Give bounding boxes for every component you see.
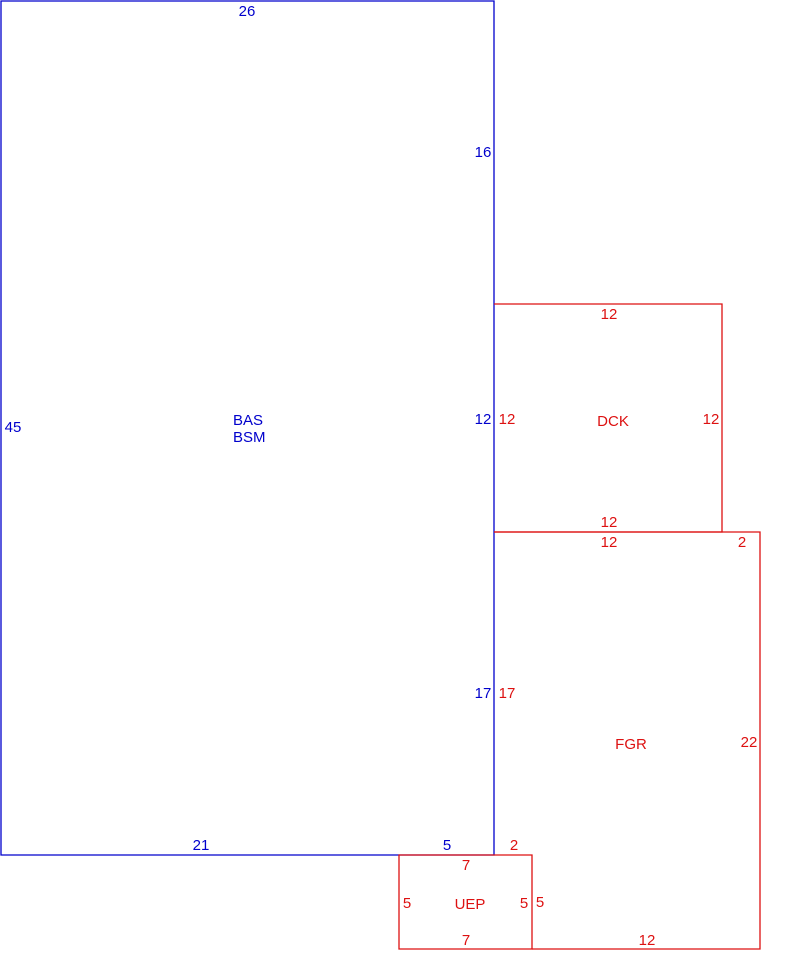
fgr-outline bbox=[494, 531, 761, 950]
dck-dim-left: 12 bbox=[499, 411, 516, 428]
fgr-dim-right: 22 bbox=[741, 734, 758, 751]
uep-dim-bottom: 7 bbox=[462, 932, 470, 949]
dck-dim-top: 12 bbox=[601, 306, 618, 323]
uep-area-label: UEP bbox=[455, 896, 486, 913]
bas-dim-top: 26 bbox=[239, 3, 256, 20]
fgr-dim-left: 17 bbox=[499, 685, 516, 702]
fgr-dim-top-step: 2 bbox=[738, 534, 746, 551]
uep-dim-right-inner: 5 bbox=[520, 895, 528, 912]
dck-dim-right: 12 bbox=[703, 411, 720, 428]
bas-dim-left: 45 bbox=[5, 419, 22, 436]
uep-dim-left: 5 bbox=[403, 895, 411, 912]
bas-dim-right-lower: 17 bbox=[475, 685, 492, 702]
fgr-area-label: FGR bbox=[615, 736, 647, 753]
uep-outline bbox=[398, 854, 533, 950]
bas-dim-right-mid: 12 bbox=[475, 411, 492, 428]
uep-dim-right-outer: 5 bbox=[536, 894, 544, 911]
fgr-dim-bottom-step: 2 bbox=[510, 837, 518, 854]
bas-dim-bottom-right: 5 bbox=[443, 837, 451, 854]
dck-dim-bottom: 12 bbox=[601, 514, 618, 531]
bas-dim-bottom-left: 21 bbox=[193, 837, 210, 854]
dck-area-label: DCK bbox=[597, 413, 629, 430]
bas-dim-right-upper: 16 bbox=[475, 144, 492, 161]
bas-area-label: BAS bbox=[233, 412, 263, 429]
uep-dim-top: 7 bbox=[462, 857, 470, 874]
fgr-dim-bottom: 12 bbox=[639, 932, 656, 949]
bsm-area-label: BSM bbox=[233, 429, 266, 446]
fgr-dim-top: 12 bbox=[601, 534, 618, 551]
